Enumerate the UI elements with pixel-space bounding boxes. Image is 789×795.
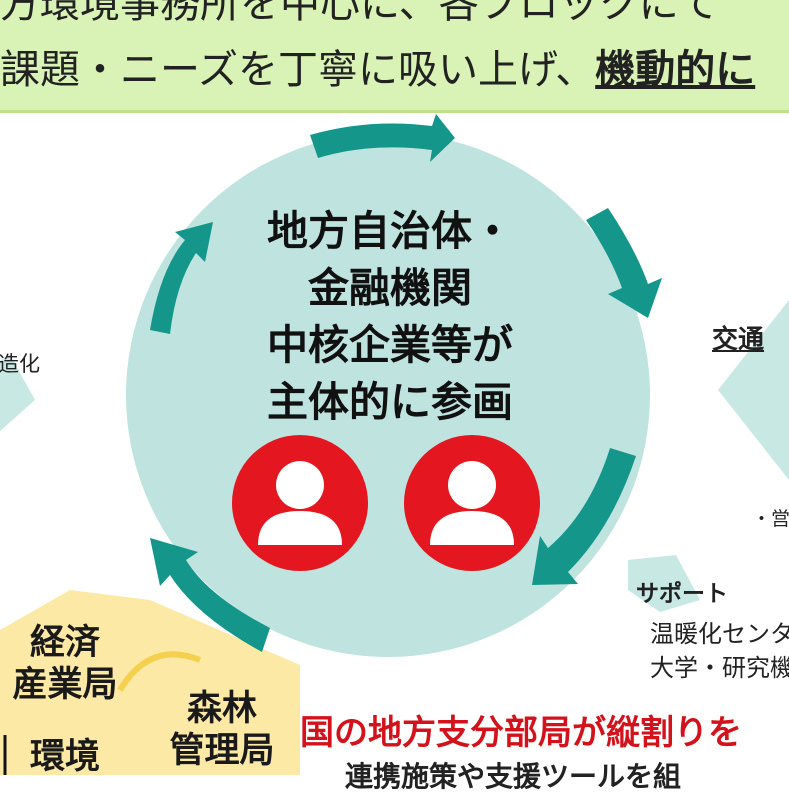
right-heading: 交通: [712, 325, 765, 355]
agency-hexagon-shape: [0, 590, 300, 775]
banner-emphasis: 機動的に: [595, 47, 756, 93]
bottom-headline: 国の地方支分部局が縦割りを: [300, 713, 742, 753]
cycle-diagram: [0, 114, 789, 775]
center-line-3: 中核企業等が: [267, 321, 513, 369]
center-statement: 地方自治体・ 金融機関 中核企業等が 主体的に参画: [200, 203, 580, 431]
person-icon: [232, 435, 368, 571]
support-arrow-shape: [628, 555, 700, 612]
support-item: 温暖化センタ: [650, 620, 789, 648]
hexagon-accent-line: [117, 651, 202, 692]
cycle-arrow-upper-right: [586, 208, 662, 318]
center-line-2: 金融機関: [308, 264, 472, 312]
agency-environment: 環境: [29, 737, 100, 777]
banner-line-2-prefix: 課題・ニーズを丁寧に吸い上げ、: [0, 47, 596, 93]
cycle-arrow-upper-left: [150, 222, 213, 334]
support-title: サポート: [636, 581, 728, 607]
cycle-arrow-lower-right: [532, 448, 636, 585]
person-icon: [404, 435, 540, 571]
bottom-line: 連携施策や支援ツールを組: [345, 760, 682, 793]
banner-line-2: 課題・ニーズを丁寧に吸い上げ、機動的に: [0, 47, 755, 93]
agency-economy-line-2: 産業局: [12, 665, 118, 705]
center-line-4: 主体的に参画: [267, 378, 513, 426]
left-diamond-shape: [0, 355, 35, 432]
agency-forest: 森林 管理局: [152, 688, 292, 772]
support-item: 大学・研究機: [650, 654, 789, 682]
right-diamond-shape: [718, 300, 789, 480]
center-line-1: 地方自治体・: [267, 207, 513, 255]
agency-forest-line-2: 管理局: [169, 731, 275, 771]
agency-economy-line-1: 経済: [29, 623, 100, 663]
agency-forest-line-1: 森林: [186, 689, 257, 729]
cycle-arrows: [150, 114, 662, 652]
agency-economy: 経済 産業局: [0, 622, 130, 706]
banner-line-1: 方環境事務所を中心に、各ブロックにて: [0, 0, 719, 27]
top-banner: 方環境事務所を中心に、各ブロックにて 課題・ニーズを丁寧に吸い上げ、機動的に: [0, 0, 789, 113]
left-fragment-text: 造化: [0, 352, 40, 376]
right-note: ・営: [752, 508, 789, 530]
cycle-arrow-top: [310, 114, 455, 162]
cycle-arrow-lower-left: [150, 538, 270, 652]
